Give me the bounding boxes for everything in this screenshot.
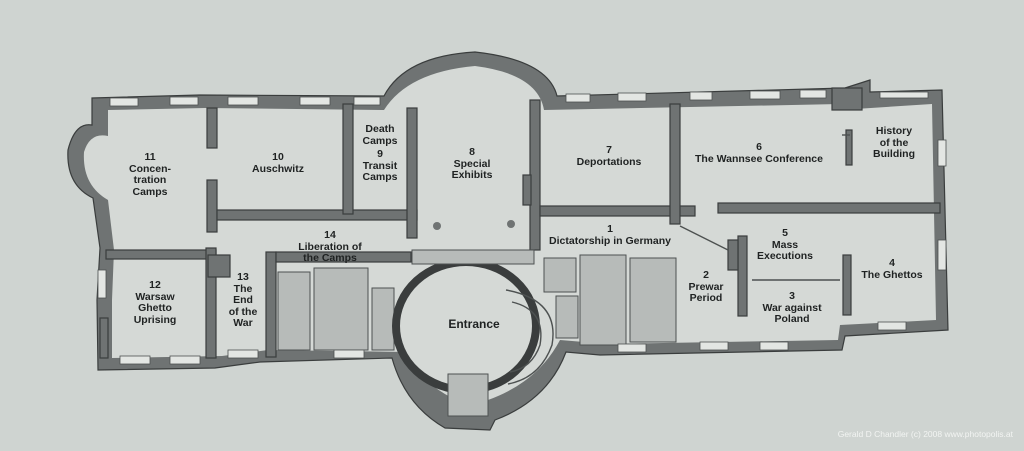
room-number: 2 [703, 269, 709, 281]
history-label: History of the Building [873, 125, 915, 161]
room-title: The End of the War [228, 282, 258, 329]
death-camps-label: Death Camps [362, 123, 398, 147]
room-label-9: 9 Transit Camps [362, 148, 398, 184]
room-label-6: 6 The Wannsee Conference [695, 141, 823, 165]
room-label-10: 10 Auschwitz [252, 151, 304, 175]
room-label-13: 13 The End of the War [228, 271, 258, 330]
room-title: Death Camps [362, 123, 398, 147]
room-number: 14 [324, 229, 336, 241]
room-label-2: 2 Prewar Period [688, 269, 724, 305]
room-number: 13 [237, 271, 249, 283]
room-title: Deportations [576, 155, 642, 168]
room-title: History of the Building [873, 125, 915, 160]
room-title: Prewar Period [688, 280, 724, 304]
room-number: 3 [789, 290, 795, 302]
room-number: 10 [272, 151, 284, 163]
room-number: 12 [149, 279, 161, 291]
windows [97, 89, 947, 365]
room-title: The Wannsee Conference [695, 152, 823, 165]
photo-credit: Gerald D Chandler (c) 2008 www.photopoli… [837, 429, 1013, 439]
room-title: Auschwitz [252, 162, 304, 175]
room-number: 6 [756, 141, 762, 153]
room-title: Transit Camps [362, 159, 398, 183]
room-number: 4 [889, 257, 895, 269]
room-title: Concen- tration Camps [129, 162, 171, 198]
partitions [433, 134, 850, 281]
room-number: 8 [469, 146, 475, 158]
room-label-12: 12 Warsaw Ghetto Uprising [133, 279, 177, 326]
room-number: 11 [144, 151, 156, 163]
room-title: Special Exhibits [451, 157, 493, 181]
room-number: 1 [607, 223, 613, 235]
room-label-4: 4 The Ghettos [861, 257, 923, 281]
room-title: Mass Executions [756, 238, 814, 262]
room-label-8: 8 Special Exhibits [451, 146, 493, 182]
room-title: War against Poland [762, 301, 822, 325]
room-title: The Ghettos [861, 268, 923, 281]
room-number: 5 [782, 227, 788, 239]
room-label-3: 3 War against Poland [762, 290, 822, 326]
room-title: Entrance [448, 317, 500, 331]
room-number: 7 [606, 144, 612, 156]
room-title: Dictatorship in Germany [549, 234, 671, 247]
room-label-1: 1 Dictatorship in Germany [549, 223, 671, 247]
room-label-7: 7 Deportations [576, 144, 642, 168]
room-title: Warsaw Ghetto Uprising [133, 290, 177, 326]
service-rooms [277, 249, 677, 417]
room-label-11: 11 Concen- tration Camps [129, 151, 171, 198]
room-label-5: 5 Mass Executions [756, 227, 814, 263]
interior-walls [99, 87, 941, 359]
room-number: 9 [377, 148, 383, 160]
room-title: Liberation of the Camps [298, 240, 362, 264]
room-label-14: 14 Liberation of the Camps [298, 229, 362, 265]
entrance-label: Entrance [448, 317, 500, 331]
